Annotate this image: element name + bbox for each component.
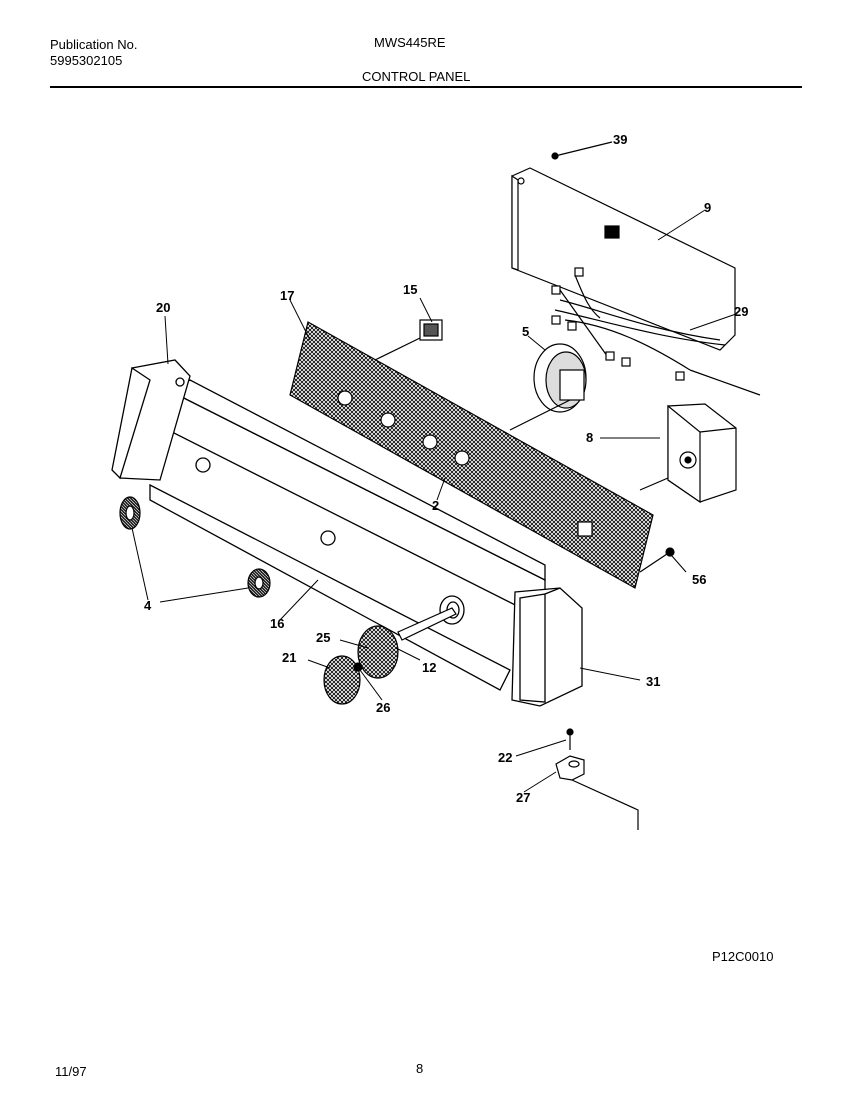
screw-56 — [639, 547, 675, 573]
header-rule — [50, 86, 802, 88]
model-number: MWS445RE — [374, 35, 446, 50]
callout-20: 20 — [156, 300, 170, 315]
right-end-cap — [511, 587, 583, 707]
left-end-cap — [111, 359, 191, 481]
connector-plug — [374, 319, 443, 361]
knob-spring — [353, 662, 363, 672]
control-panel-body — [149, 379, 546, 691]
knob-left — [119, 496, 141, 530]
knob-right — [323, 655, 361, 705]
screw-39 — [551, 141, 613, 160]
callout-5: 5 — [522, 324, 529, 339]
callout-labels: 39 9 29 15 17 20 5 8 2 4 56 16 25 12 21 … — [144, 132, 748, 805]
callout-39: 39 — [613, 132, 627, 147]
bracket-clip — [555, 755, 639, 830]
callout-2: 2 — [432, 498, 439, 513]
callout-25: 25 — [316, 630, 330, 645]
section-title: CONTROL PANEL — [362, 69, 471, 84]
mesh-rear-panel — [289, 321, 654, 589]
callout-56: 56 — [692, 572, 706, 587]
callout-21: 21 — [282, 650, 296, 665]
callout-15: 15 — [403, 282, 417, 297]
callout-17: 17 — [280, 288, 294, 303]
screw-22 — [566, 728, 574, 750]
wire-harness — [551, 267, 761, 396]
timer-motor — [509, 343, 587, 431]
figure-code: P12C0010 — [712, 949, 774, 964]
callout-29: 29 — [734, 304, 748, 319]
callout-8: 8 — [586, 430, 593, 445]
selector-switch-box — [639, 403, 737, 504]
publication-label: Publication No. — [50, 37, 138, 52]
callout-9: 9 — [704, 200, 711, 215]
callout-12: 12 — [422, 660, 436, 675]
knob-center — [247, 568, 271, 598]
callout-27: 27 — [516, 790, 530, 805]
footer-date: 11/97 — [55, 1064, 87, 1079]
knob-skirt — [357, 625, 399, 679]
publication-number: 5995302105 — [50, 53, 123, 68]
page-number: 8 — [416, 1061, 424, 1076]
leader-lines — [131, 209, 737, 793]
callout-26: 26 — [376, 700, 390, 715]
callout-31: 31 — [646, 674, 660, 689]
callout-16: 16 — [270, 616, 284, 631]
rear-bracket-plate — [511, 167, 736, 351]
callout-4: 4 — [144, 598, 152, 613]
knob-shaft — [397, 607, 457, 641]
callout-22: 22 — [498, 750, 512, 765]
